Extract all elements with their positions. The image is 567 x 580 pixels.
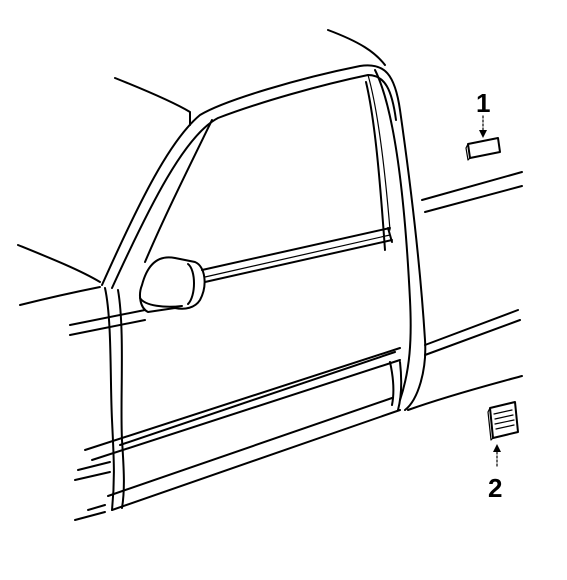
belt-molding bbox=[201, 227, 393, 283]
cab-roof-lines bbox=[17, 29, 386, 306]
callout-1: 1 bbox=[476, 88, 490, 138]
door-outline bbox=[74, 287, 401, 521]
side-mirror bbox=[139, 256, 206, 313]
callout-1-label: 1 bbox=[476, 88, 490, 118]
callout-2: 2 bbox=[488, 444, 502, 503]
callout-2-label: 2 bbox=[488, 473, 502, 503]
body-side-molding bbox=[69, 309, 521, 481]
door-window-frame bbox=[101, 64, 427, 411]
badge-emblem-part bbox=[487, 401, 519, 441]
rear-body-lines bbox=[389, 171, 523, 411]
emblem-plate-part bbox=[465, 137, 501, 161]
